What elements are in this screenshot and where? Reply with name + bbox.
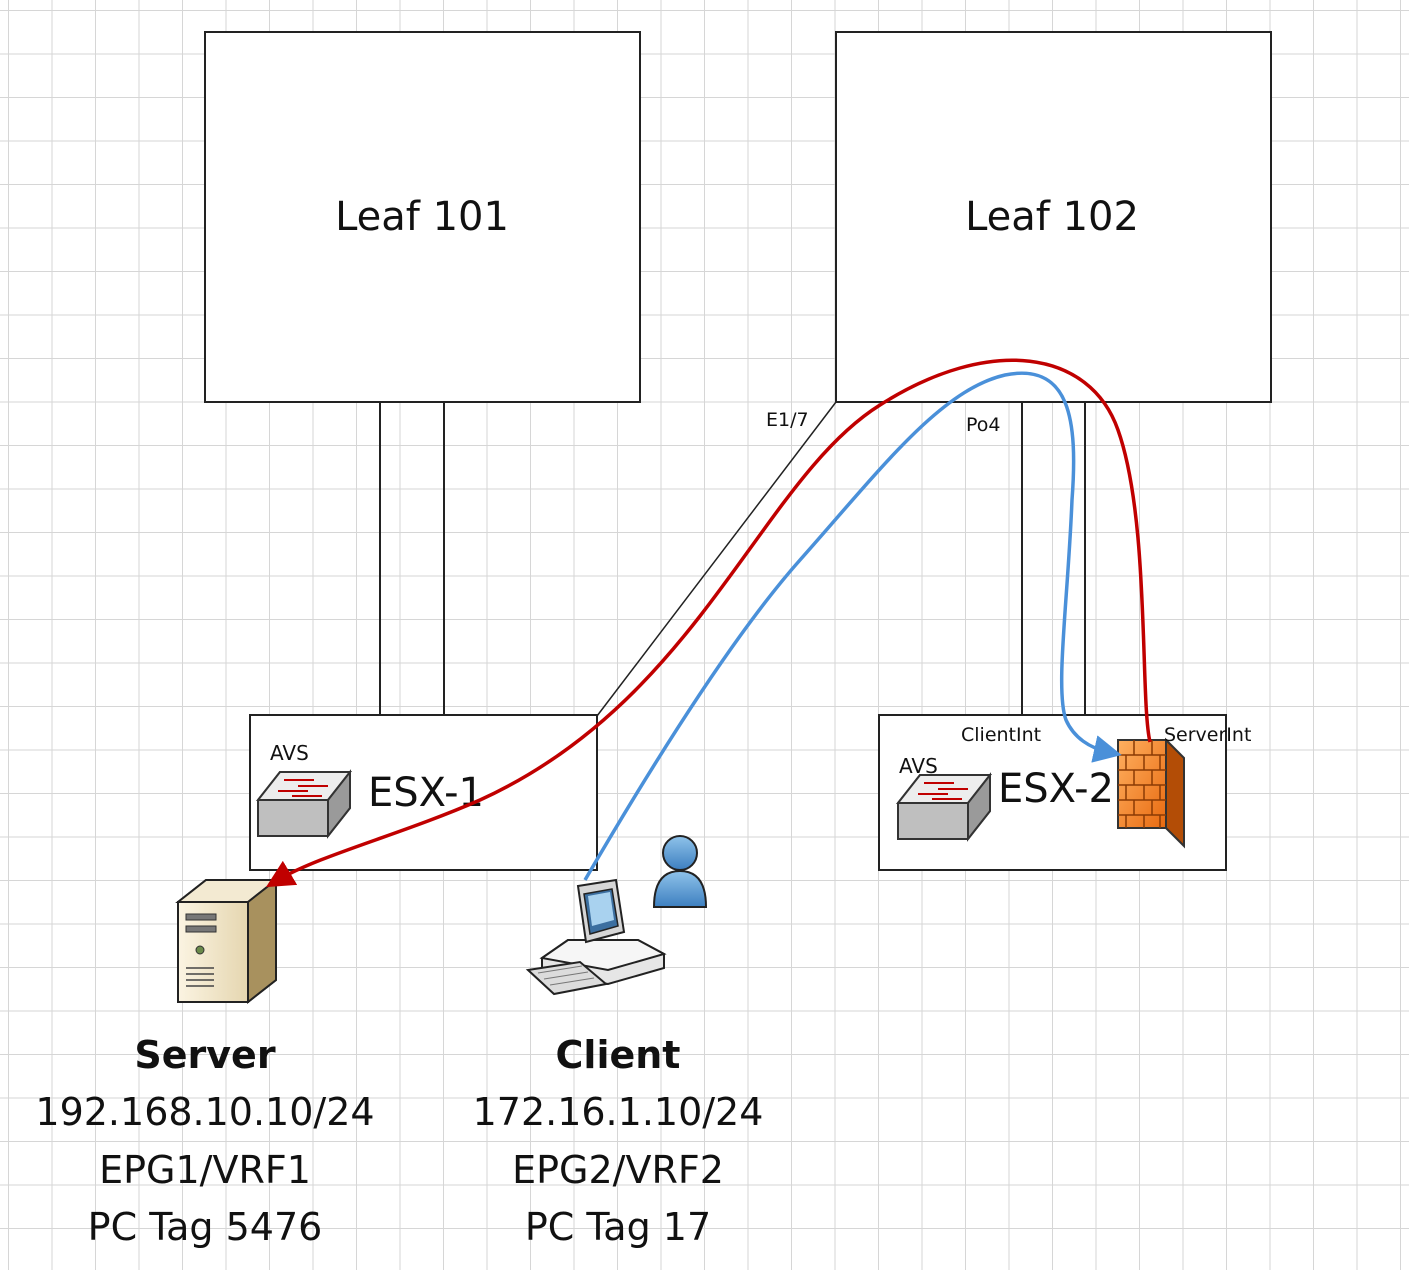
leaf-101-label: Leaf 101 bbox=[335, 194, 509, 240]
server-int-label: ServerInt bbox=[1164, 724, 1251, 746]
e17-label: E1/7 bbox=[766, 409, 809, 431]
server-icon bbox=[175, 877, 279, 1005]
e17-link bbox=[596, 401, 837, 717]
leaf-102-label: Leaf 102 bbox=[965, 194, 1139, 240]
forward-path-arrow bbox=[583, 371, 1122, 881]
server-ip: 192.168.10.10/24 bbox=[35, 1090, 374, 1134]
switch-icon bbox=[255, 769, 353, 839]
client-int-label: ClientInt bbox=[961, 724, 1041, 746]
esx-1-host: AVS ESX-1 bbox=[249, 714, 598, 871]
uplinks-esx2 bbox=[1021, 402, 1086, 715]
client-info: Client 172.16.1.10/24 EPG2/VRF2 PC Tag 1… bbox=[473, 1033, 764, 1249]
server-pctag: PC Tag 5476 bbox=[88, 1205, 323, 1249]
po4-label: Po4 bbox=[966, 414, 1001, 436]
esx-1-avs-label: AVS bbox=[270, 741, 309, 765]
server-info: Server 192.168.10.10/24 EPG1/VRF1 PC Tag… bbox=[35, 1033, 374, 1249]
esx-2-host: AVS ESX-2 bbox=[878, 714, 1227, 871]
return-path-arrow bbox=[265, 358, 1152, 888]
uplinks-esx1 bbox=[379, 402, 445, 715]
server-epg: EPG1/VRF1 bbox=[99, 1148, 311, 1192]
leaf-101: Leaf 101 bbox=[204, 31, 641, 403]
client-ip: 172.16.1.10/24 bbox=[473, 1090, 764, 1134]
switch-icon bbox=[895, 772, 993, 842]
server-name: Server bbox=[134, 1033, 275, 1077]
firewall-icon bbox=[1117, 737, 1185, 849]
workstation-icon bbox=[525, 878, 667, 996]
user-icon bbox=[652, 835, 708, 908]
client-name: Client bbox=[556, 1033, 681, 1077]
client-epg: EPG2/VRF2 bbox=[512, 1148, 724, 1192]
esx-2-label: ESX-2 bbox=[998, 766, 1114, 812]
client-pctag: PC Tag 17 bbox=[525, 1205, 711, 1249]
leaf-102: Leaf 102 bbox=[835, 31, 1272, 403]
esx-1-label: ESX-1 bbox=[368, 770, 484, 816]
